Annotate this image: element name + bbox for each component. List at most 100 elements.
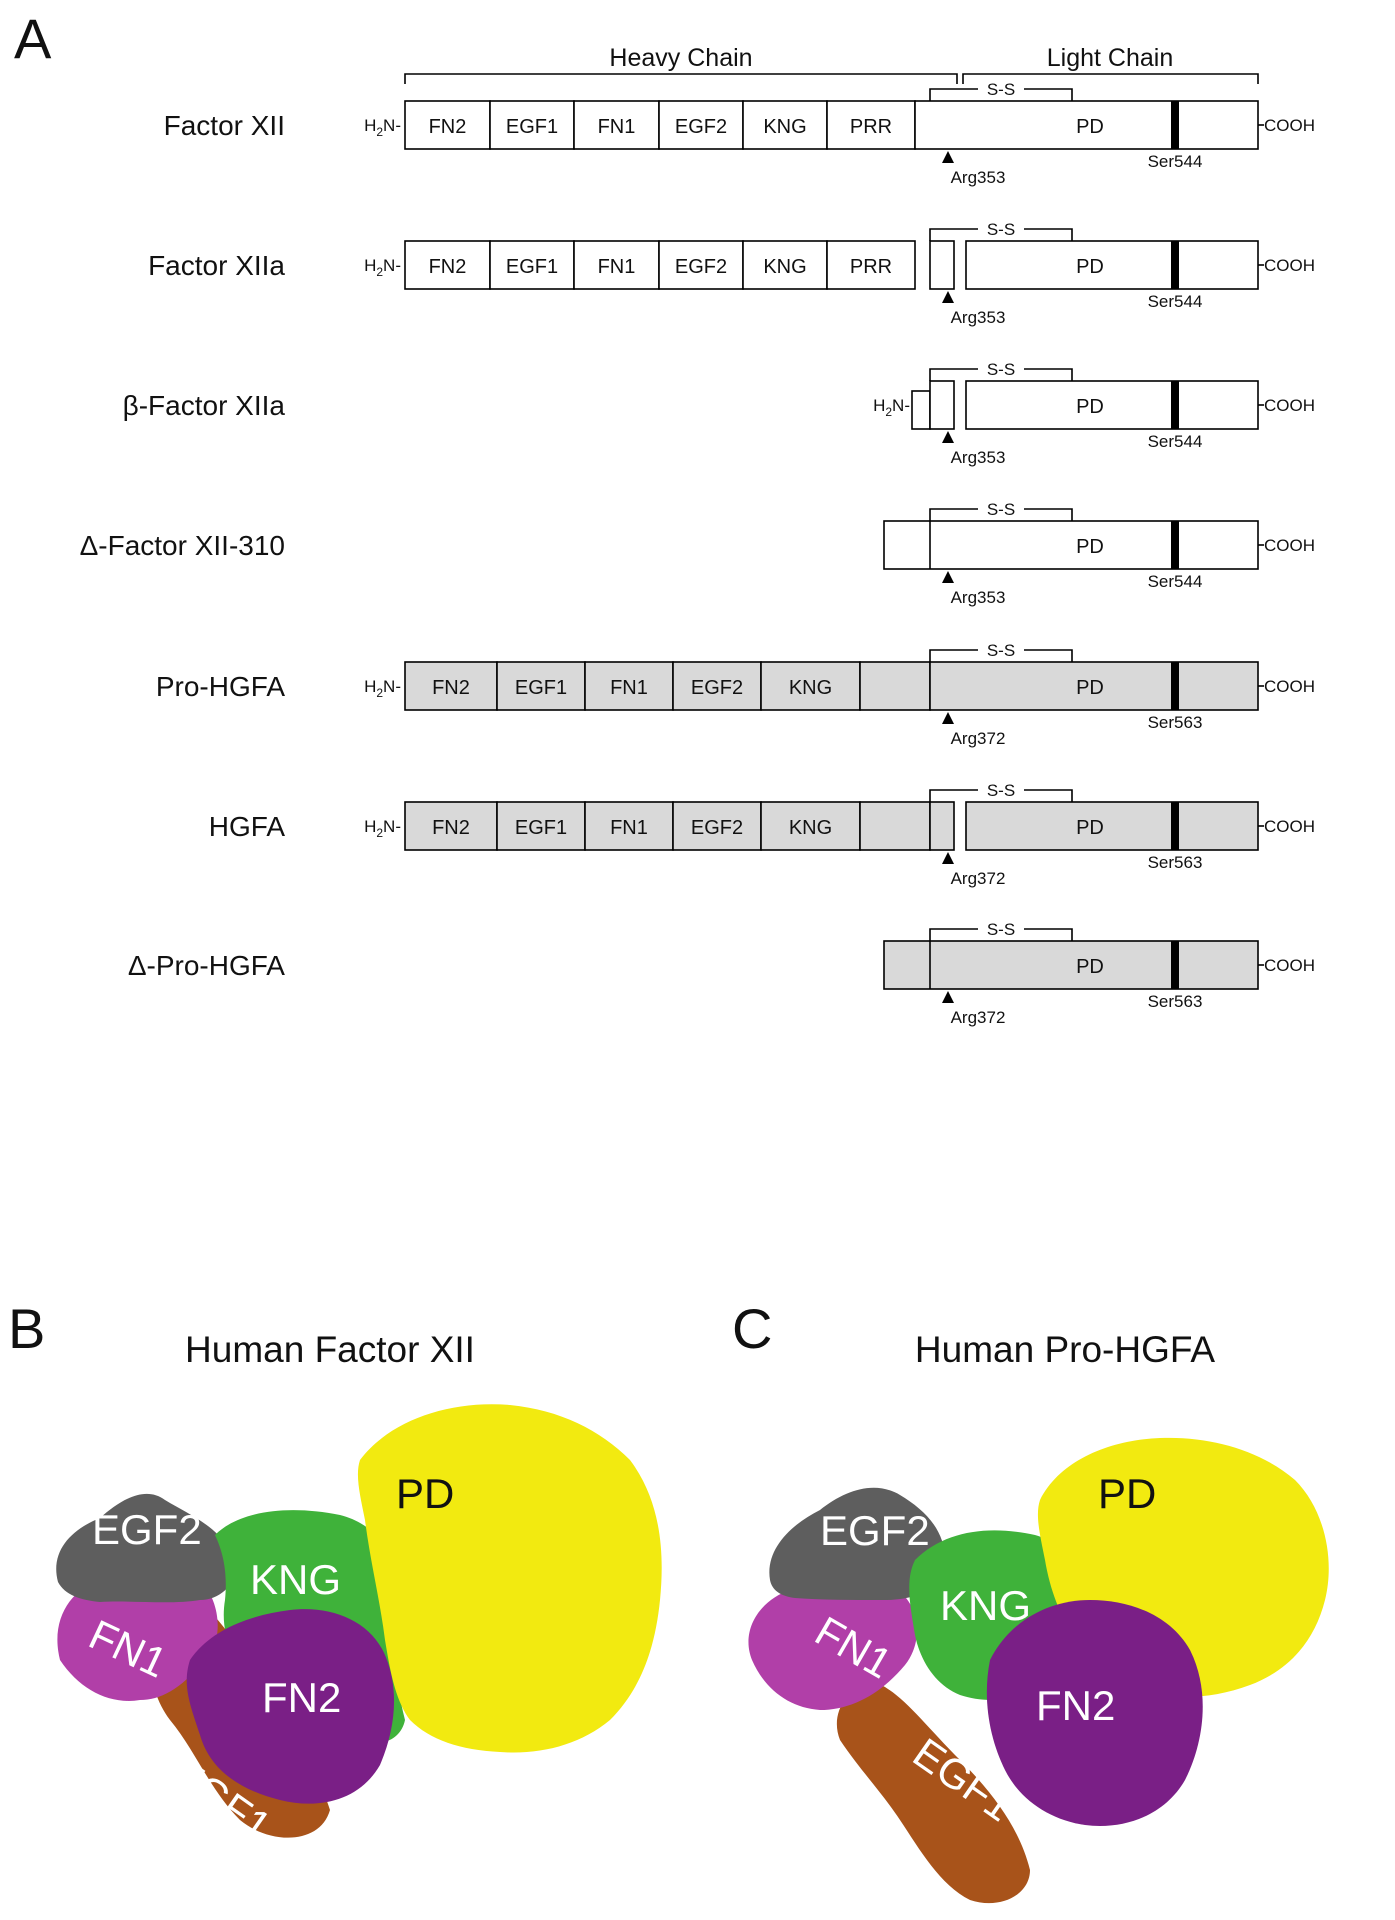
domain-label: PRR [850, 116, 892, 138]
construct-label: Δ-Factor XII-310 [80, 530, 285, 561]
disulfide-label-bg [978, 359, 1024, 377]
active-site-bar [1171, 101, 1179, 149]
domain-label: FN2 [429, 116, 467, 138]
cleaved-segment-box [929, 801, 955, 851]
domain-box [672, 801, 762, 851]
disulfide-label-bg [978, 499, 1024, 517]
active-site-bar [1171, 802, 1179, 850]
domain-label: PRR [850, 256, 892, 278]
cleavage-site-label: Arg353 [951, 168, 1006, 187]
disulfide-label: S-S [987, 80, 1015, 99]
hgfa-fn2-surface [986, 1600, 1203, 1826]
panel-letter-c: C [732, 1297, 772, 1360]
n-terminus-label: H2N- [364, 677, 401, 700]
construct-label: HGFA [209, 811, 286, 842]
domain-box [489, 240, 575, 290]
hgfa-pd-label: PD [1098, 1470, 1156, 1517]
cleavage-site-label: Arg372 [951, 729, 1006, 748]
construct-label: β-Factor XIIa [123, 390, 286, 421]
domain-box [573, 240, 660, 290]
active-site-label: Ser563 [1148, 713, 1203, 732]
fxii-fn2-label: FN2 [262, 1674, 341, 1721]
disulfide-label-bg [978, 640, 1024, 658]
domain-label: EGF1 [506, 116, 558, 138]
cleavage-site-label: Arg372 [951, 1008, 1006, 1027]
domain-label: FN1 [598, 256, 636, 278]
domain-label: KNG [763, 116, 806, 138]
domain-label: EGF1 [515, 677, 567, 699]
fxii-egf2-surface [56, 1493, 236, 1603]
heavy-chain-label: Heavy Chain [609, 44, 752, 72]
protease-domain-label: PD [1076, 817, 1104, 839]
disulfide-label: S-S [987, 920, 1015, 939]
disulfide-label-bg [978, 780, 1024, 798]
domain-box [489, 100, 575, 150]
linker-box [859, 661, 931, 711]
protease-domain-box [883, 940, 1259, 990]
structure-title-fxii: Human Factor XII [185, 1329, 475, 1370]
c-terminus-label: COOH [1264, 677, 1315, 696]
active-site-label: Ser544 [1148, 432, 1203, 451]
protease-domain-box [965, 801, 1259, 851]
c-terminus-label: COOH [1264, 116, 1315, 135]
domain-box [496, 661, 586, 711]
disulfide-label: S-S [987, 360, 1015, 379]
cleavage-arrow-icon [942, 151, 954, 163]
domain-box [404, 100, 491, 150]
domain-label: FN1 [610, 677, 648, 699]
cleavage-site-label: Arg372 [951, 869, 1006, 888]
cleavage-arrow-icon [942, 571, 954, 583]
protease-domain-label: PD [1076, 677, 1104, 699]
cleavage-arrow-icon [942, 852, 954, 864]
panel-letter-b: B [8, 1297, 45, 1360]
domain-label: FN2 [432, 677, 470, 699]
c-terminus-label: COOH [1264, 536, 1315, 555]
active-site-bar [1171, 381, 1179, 429]
domain-box [584, 801, 674, 851]
cleavage-arrow-icon [942, 291, 954, 303]
protease-domain-box [883, 520, 1259, 570]
protease-domain-box [929, 661, 1259, 711]
heavy-chain-brace: Heavy Chain [404, 44, 958, 84]
protease-domain-label: PD [1076, 536, 1104, 558]
disulfide-label: S-S [987, 500, 1015, 519]
structure-title-hgfa: Human Pro-HGFA [915, 1329, 1216, 1370]
domain-box [760, 661, 861, 711]
protease-domain-box [914, 100, 1259, 150]
hgfa-kng-label: KNG [940, 1582, 1031, 1629]
disulfide-label-bg [978, 79, 1024, 97]
cleavage-arrow-icon [942, 991, 954, 1003]
domain-label: EGF2 [691, 677, 743, 699]
domain-box [742, 100, 828, 150]
fxii-kng-label: KNG [250, 1556, 341, 1603]
hgfa-structure: EGF2 KNG PD FN1 FN2 EGF1 [748, 1437, 1329, 1904]
fxii-fn2-surface [186, 1609, 395, 1804]
cleavage-site-label: Arg353 [951, 588, 1006, 607]
fxii-pd-label: PD [396, 1470, 454, 1517]
protease-domain-label: PD [1076, 396, 1104, 418]
fxii-structure: EGF2 KNG PD FN1 FN2 EGF1 [56, 1404, 662, 1850]
disulfide-label: S-S [987, 641, 1015, 660]
domain-label: FN2 [432, 817, 470, 839]
domain-label: FN2 [429, 256, 467, 278]
active-site-bar [1171, 241, 1179, 289]
protease-domain-label: PD [1076, 956, 1104, 978]
domain-box [404, 661, 498, 711]
cleavage-site-label: Arg353 [951, 308, 1006, 327]
c-terminus-label: COOH [1264, 817, 1315, 836]
domain-box [573, 100, 660, 150]
protease-domain-label: PD [1076, 256, 1104, 278]
active-site-label: Ser544 [1148, 152, 1203, 171]
disulfide-label-bg [978, 919, 1024, 937]
protease-domain-box [965, 240, 1259, 290]
c-terminus-label: COOH [1264, 956, 1315, 975]
hgfa-fn2-label: FN2 [1036, 1682, 1115, 1729]
linker-box [859, 801, 931, 851]
